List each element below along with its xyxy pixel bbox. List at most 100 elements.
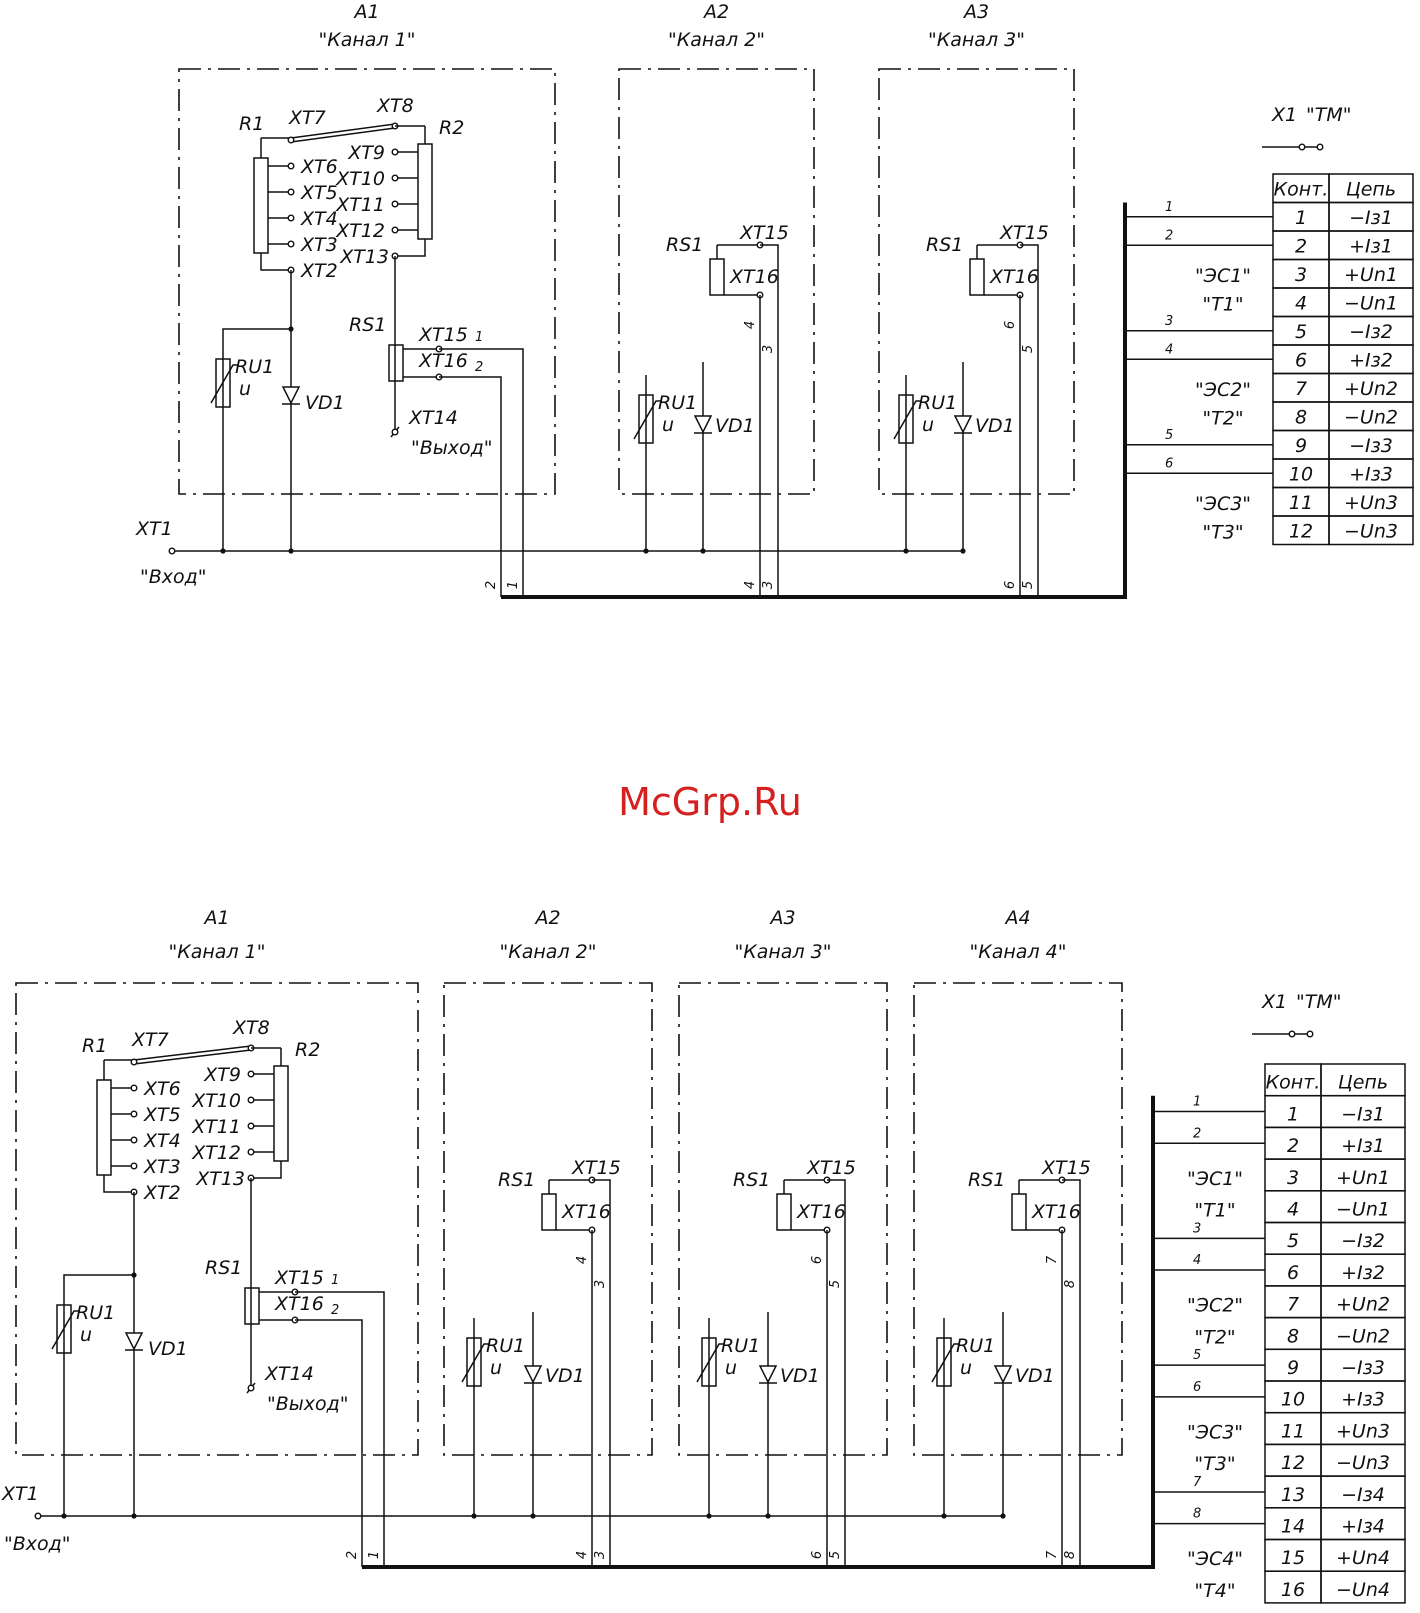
wire bbox=[222, 328, 291, 551]
varistor-ru1-icon bbox=[931, 1337, 960, 1387]
resistor-r2 bbox=[273, 1065, 289, 1162]
table-row-circuit: −Un3 bbox=[1344, 521, 1398, 543]
terminal-xt14 bbox=[247, 1384, 255, 1392]
table-row-circuit: −Un2 bbox=[1336, 1325, 1390, 1347]
varistor-slash bbox=[893, 400, 922, 440]
group-label-t: "Т1" bbox=[1194, 1200, 1235, 1222]
block-designator: A2 bbox=[702, 1, 729, 23]
bus-wire-label: 6 bbox=[1165, 456, 1173, 471]
wire-label: 6 bbox=[810, 1551, 825, 1559]
table-row-circuit: −Iз3 bbox=[1349, 435, 1393, 457]
bus-wire-label: 1 bbox=[1165, 200, 1173, 215]
wire bbox=[295, 1319, 363, 1567]
varistor-ru1-icon bbox=[51, 1304, 80, 1354]
terminal-xt5 bbox=[130, 1110, 138, 1118]
xt7-label: XT7 bbox=[131, 1029, 169, 1051]
wire-label: 5 bbox=[828, 1280, 843, 1288]
xt15-label: XT15 bbox=[739, 222, 789, 244]
vd1-label: VD1 bbox=[148, 1338, 188, 1360]
wire-label: 4 bbox=[743, 581, 758, 589]
wire-label: 8 bbox=[1063, 1280, 1078, 1288]
table-row-contact: 14 bbox=[1281, 1516, 1305, 1538]
terminal-xt12 bbox=[247, 1148, 255, 1156]
rs1-label: RS1 bbox=[733, 1169, 770, 1191]
terminal-xt11 bbox=[391, 200, 399, 208]
xt16-label: XT16 bbox=[1031, 1201, 1081, 1223]
table-row-contact: 16 bbox=[1281, 1579, 1305, 1601]
pin-label: 2 bbox=[475, 360, 483, 375]
vd1-label: VD1 bbox=[780, 1365, 820, 1387]
xt15-label: XT15 bbox=[806, 1157, 856, 1179]
pin-label: 1 bbox=[475, 330, 483, 345]
table-row-circuit: −Iз4 bbox=[1341, 1484, 1385, 1506]
xt10-label: XT10 bbox=[191, 1090, 241, 1112]
table-row-circuit: +Un4 bbox=[1336, 1547, 1390, 1569]
xt15-label: XT15 bbox=[418, 324, 468, 346]
table-cell bbox=[1328, 515, 1414, 546]
ru1-label: RU1 bbox=[76, 1302, 115, 1324]
diode-vd1-icon bbox=[281, 386, 301, 405]
diode-vd1-icon bbox=[693, 415, 713, 434]
vd1-label: VD1 bbox=[1015, 1365, 1055, 1387]
relay-rs1 bbox=[541, 1193, 557, 1231]
table-row-circuit: −Un1 bbox=[1336, 1199, 1390, 1221]
xt2-label: XT2 bbox=[143, 1182, 181, 1204]
table-row-circuit: −Iз2 bbox=[1349, 321, 1393, 343]
terminal-xt6 bbox=[287, 162, 295, 170]
xt9-label: XT9 bbox=[203, 1064, 241, 1086]
xt2-label: XT2 bbox=[300, 260, 338, 282]
wire bbox=[103, 1175, 134, 1193]
diode-vd1-icon bbox=[124, 1332, 144, 1351]
terminal bbox=[1298, 143, 1306, 151]
terminal-xt7 bbox=[287, 136, 295, 144]
xt16-label: XT16 bbox=[274, 1293, 324, 1315]
block-designator: A1 bbox=[202, 907, 229, 929]
block-designator: A1 bbox=[352, 1, 379, 23]
xt14-label: XT14 bbox=[408, 407, 458, 429]
ru1-u-label: u bbox=[662, 414, 674, 436]
xt16-label: XT16 bbox=[989, 266, 1039, 288]
terminal-xt10 bbox=[391, 174, 399, 182]
table-row-contact: 5 bbox=[1287, 1230, 1299, 1252]
table-row-contact: 8 bbox=[1295, 407, 1307, 429]
xt7-label: XT7 bbox=[288, 107, 326, 129]
xt1-label: XT1 bbox=[135, 518, 173, 540]
varistor-body bbox=[701, 1337, 717, 1387]
varistor-slash bbox=[633, 400, 662, 440]
group-label-es: "ЭС1" bbox=[1187, 1168, 1243, 1190]
xt12-label: XT12 bbox=[191, 1142, 241, 1164]
rs1-label: RS1 bbox=[498, 1169, 535, 1191]
pin-label: 2 bbox=[331, 1303, 339, 1318]
table-row-contact: 8 bbox=[1287, 1325, 1299, 1347]
group-label-es: "ЭС1" bbox=[1195, 265, 1251, 287]
group-label-t: "Т2" bbox=[1194, 1326, 1235, 1348]
table-row-contact: 15 bbox=[1281, 1547, 1305, 1569]
relay-rs1 bbox=[969, 258, 985, 296]
wire-label: 1 bbox=[506, 581, 521, 589]
bus-wire-label: 1 bbox=[1193, 1095, 1201, 1110]
table-row-circuit: −Iз3 bbox=[1341, 1357, 1385, 1379]
diode-vd1-icon bbox=[993, 1365, 1013, 1384]
wire-label: 6 bbox=[1003, 321, 1018, 329]
wire bbox=[760, 244, 779, 597]
xt3-label: XT3 bbox=[143, 1156, 181, 1178]
table-row-circuit: +Iз2 bbox=[1349, 350, 1393, 372]
group-label-es: "ЭС2" bbox=[1187, 1295, 1243, 1317]
xt13-label: XT13 bbox=[339, 246, 389, 268]
varistor-body bbox=[638, 394, 654, 444]
bus-wire-label: 4 bbox=[1165, 342, 1173, 357]
xt8-label: XT8 bbox=[232, 1017, 270, 1039]
r1-label: R1 bbox=[239, 113, 264, 135]
xt16-label: XT16 bbox=[561, 1201, 611, 1223]
xt5-label: XT5 bbox=[300, 182, 338, 204]
ru1-label: RU1 bbox=[658, 392, 697, 414]
r2-label: R2 bbox=[439, 117, 464, 139]
terminal-xt11 bbox=[247, 1122, 255, 1130]
varistor-slash bbox=[696, 1343, 725, 1383]
block-outline bbox=[443, 982, 653, 1456]
bus-wire-label: 7 bbox=[1193, 1475, 1202, 1490]
